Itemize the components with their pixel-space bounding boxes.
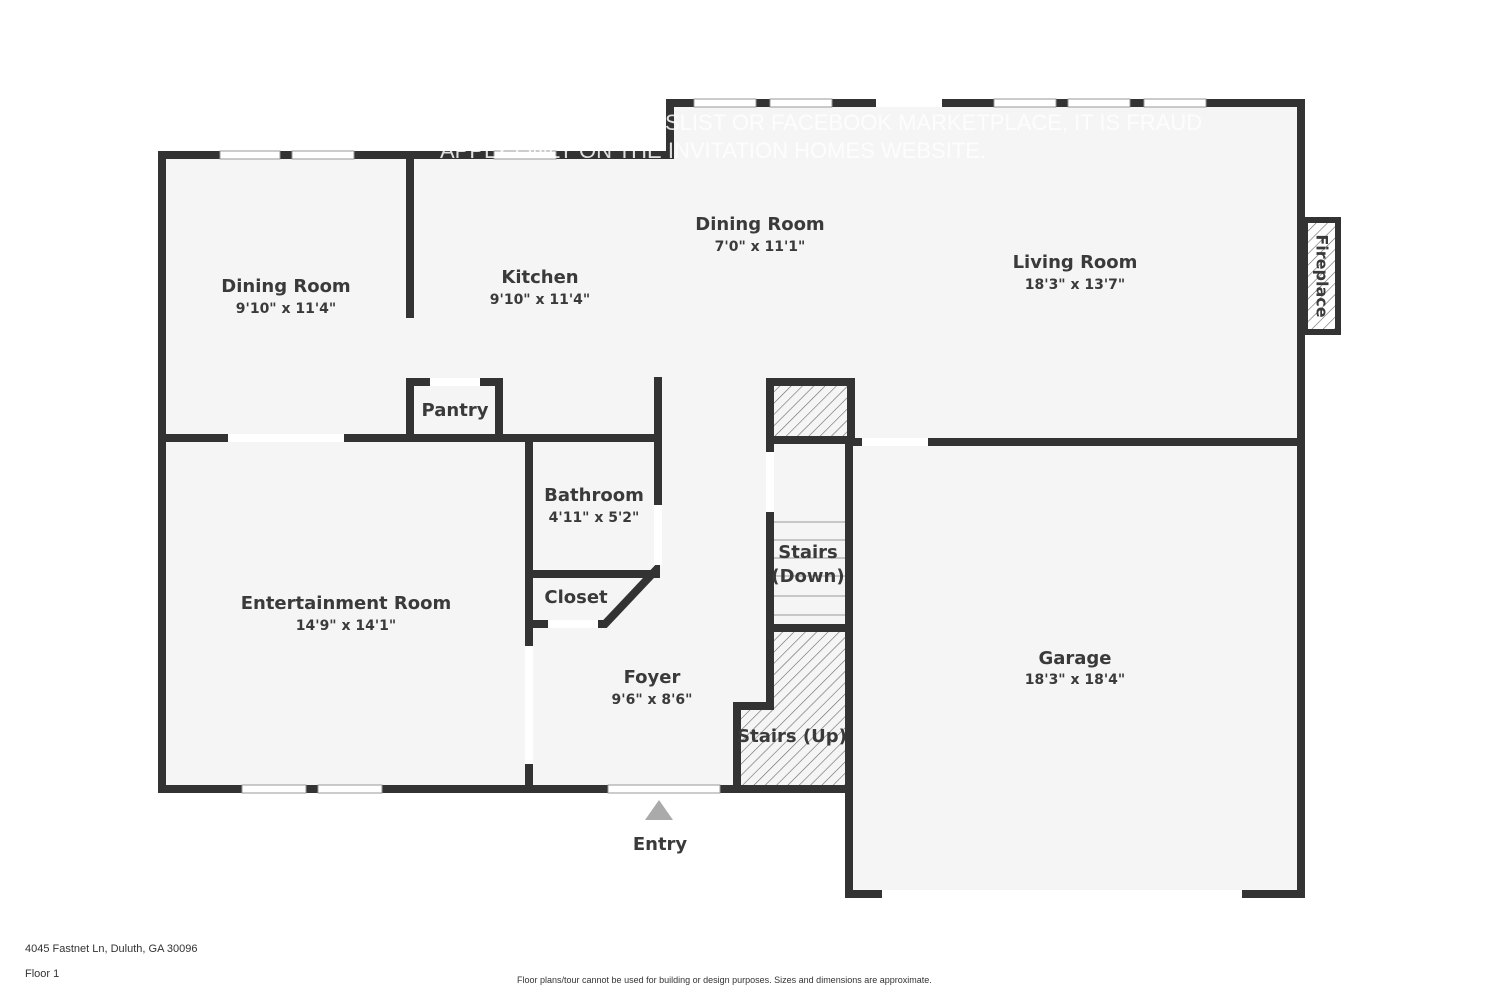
address: 4045 Fastnet Ln, Duluth, GA 30096 — [25, 943, 198, 955]
entry-label: Entry — [633, 834, 688, 855]
room-dims: 18'3" x 18'4" — [1025, 672, 1125, 688]
entry-arrow-icon — [645, 800, 673, 820]
windows-doors — [219, 98, 1242, 898]
room-dims: 4'11" x 5'2" — [549, 510, 640, 526]
room-dims: 9'10" x 11'4" — [236, 301, 336, 317]
watermark: SLIST OR FACEBOOK MARKETPLACE, IT IS FRA… — [665, 110, 1202, 135]
room-label: Bathroom — [544, 485, 644, 506]
room-label: Stairs (Up) — [737, 726, 847, 747]
room-label: Living Room — [1013, 252, 1138, 273]
room-dims: 14'9" x 14'1" — [296, 618, 396, 634]
disclaimer: Floor plans/tour cannot be used for buil… — [517, 975, 932, 985]
room-label: Dining Room — [221, 276, 350, 297]
floor-area — [162, 103, 1302, 895]
room-dims: 9'6" x 8'6" — [612, 692, 693, 708]
stairs-up-hatch — [737, 632, 847, 786]
room-dims: 7'0" x 11'1" — [715, 239, 806, 255]
room-label: Entertainment Room — [241, 593, 452, 614]
room-label: Kitchen — [501, 267, 578, 288]
room-label: Garage — [1038, 648, 1111, 669]
room-label: Pantry — [422, 400, 489, 421]
fireplace-hatch — [1306, 222, 1337, 330]
stair-void — [772, 384, 848, 438]
room-label-line: (Down) — [771, 566, 844, 587]
room-label-line: Stairs — [778, 542, 837, 563]
room-label: Fireplace — [1313, 234, 1332, 317]
room-dims: 9'10" x 11'4" — [490, 292, 590, 308]
floor-label: Floor 1 — [25, 968, 60, 980]
room-label: Stairs (Down) — [771, 542, 844, 587]
stairs-down-treads — [772, 521, 848, 616]
watermark: APPLY ONLY ON THE INVITATION HOMES WEBSI… — [440, 138, 986, 163]
room-dims: 18'3" x 13'7" — [1025, 277, 1125, 293]
room-label: Foyer — [624, 667, 681, 688]
room-label: Dining Room — [695, 214, 824, 235]
room-label: Closet — [544, 587, 608, 608]
